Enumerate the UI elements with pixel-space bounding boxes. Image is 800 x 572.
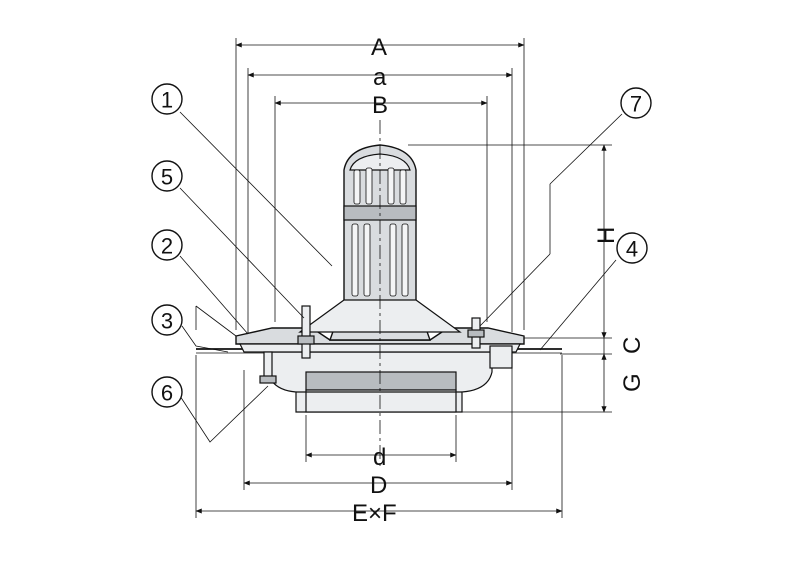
dim-label-G: G [619, 373, 646, 392]
dim-label-D: D [370, 472, 387, 499]
callout-4-label: 4 [626, 237, 638, 262]
callout-5: 5 [151, 160, 183, 192]
dim-label-H: H [593, 227, 620, 244]
dim-label-EF: E×F [352, 500, 397, 527]
callouts: 1 5 2 3 6 7 4 [151, 83, 652, 408]
callout-1-label: 1 [161, 88, 173, 113]
dim-label-d: d [373, 444, 386, 471]
callout-6: 6 [151, 376, 183, 408]
callout-7-label: 7 [630, 92, 642, 117]
callout-3-label: 3 [161, 309, 173, 334]
callout-7: 7 [620, 87, 652, 119]
dim-label-A: A [371, 34, 387, 61]
dimension-lines [195, 38, 612, 518]
dimension-labels: A a B d D E×F H C G [352, 34, 646, 527]
callout-3: 3 [151, 304, 183, 336]
callout-6-label: 6 [161, 381, 173, 406]
callout-1: 1 [151, 83, 183, 115]
dim-label-a: a [373, 64, 387, 91]
callout-4: 4 [616, 232, 648, 264]
dim-label-B: B [372, 92, 388, 119]
leader-lines [179, 111, 623, 443]
callout-5-label: 5 [161, 165, 173, 190]
drain-assembly [196, 120, 562, 470]
dim-label-C: C [619, 337, 646, 354]
callout-2-label: 2 [161, 234, 173, 259]
callout-2: 2 [151, 229, 183, 261]
